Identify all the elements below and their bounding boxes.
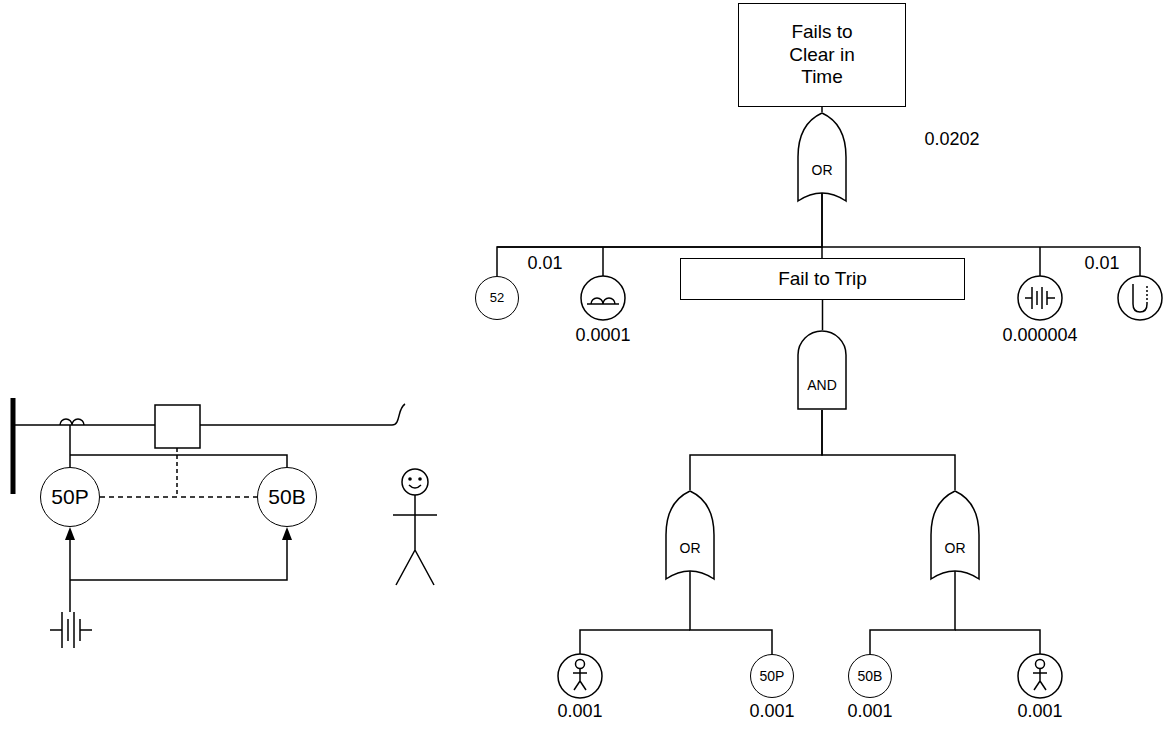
person-figure — [409, 485, 421, 488]
node-text: Fail to Trip — [778, 268, 867, 291]
arrow-head — [282, 527, 292, 540]
trip-coil-event-circle — [1118, 276, 1162, 320]
probability-value: 0.01 — [1082, 254, 1121, 274]
or-gate-outline — [665, 490, 715, 580]
and-gate-outline — [797, 330, 847, 410]
trip-coil-symbol — [1133, 284, 1147, 312]
probability-value: 0.01 — [525, 254, 564, 274]
branch-line — [955, 630, 1040, 654]
drop-line — [602, 247, 604, 276]
intermediate-event-box: Fail to Trip — [680, 258, 965, 300]
or-gate: OR — [797, 112, 847, 202]
person-symbol — [576, 660, 585, 669]
person-symbol — [573, 669, 587, 690]
probability-value: 0.0001 — [573, 326, 632, 346]
human-error-event-circle — [558, 654, 602, 698]
probability-value: 0.000004 — [1000, 326, 1079, 346]
probability-value: 0.001 — [845, 702, 894, 722]
node-text: OR — [812, 162, 833, 179]
trip-wire — [176, 448, 178, 497]
battery-symbol — [1025, 287, 1055, 309]
relay-circle: 50B — [257, 467, 317, 527]
node-text: AND — [807, 377, 837, 394]
gate-connector — [690, 410, 822, 490]
probability-value: 0.0202 — [922, 130, 981, 150]
gate-connector — [690, 571, 772, 654]
relay-event-circle: 50B — [848, 654, 892, 698]
or-gate: OR — [665, 490, 715, 580]
node-text: OR — [680, 540, 701, 557]
and-gate: AND — [797, 330, 847, 410]
relay-event-circle: 50P — [750, 654, 794, 698]
battery-symbol — [50, 612, 92, 648]
or-gate-outline — [797, 112, 847, 202]
gate-connector — [822, 300, 824, 330]
node-text: OR — [945, 540, 966, 557]
trip-coil-symbol — [1146, 284, 1148, 304]
top-event-box: Fails to Clear in Time — [738, 3, 906, 107]
or-gate-outline — [798, 113, 846, 201]
node-text: Fails to Clear in Time — [767, 21, 877, 89]
arrow-head — [65, 527, 75, 540]
gate-connector — [821, 107, 823, 112]
node-text: 50B — [268, 484, 305, 509]
probability-value: 0.001 — [1015, 702, 1064, 722]
breaker-symbol — [155, 405, 200, 448]
node-text: 50P — [51, 484, 88, 509]
node-text: 50P — [760, 668, 785, 685]
person-figure — [402, 469, 428, 495]
ct-symbol — [60, 419, 84, 425]
dc-wire — [70, 539, 287, 612]
gate-connector — [822, 410, 955, 490]
person-figure — [408, 477, 412, 481]
person-symbol — [1033, 669, 1047, 690]
or-gate: OR — [930, 490, 980, 580]
trip-signal-line — [100, 496, 257, 498]
ct-symbol — [587, 298, 619, 304]
or-gate-outline — [931, 491, 979, 579]
line-break-symbol — [392, 404, 405, 425]
ct-event-circle — [581, 276, 625, 320]
person-figure — [393, 495, 437, 585]
or-gate-outline — [930, 490, 980, 580]
node-text: 50B — [858, 668, 883, 685]
gate-connector — [870, 571, 955, 654]
probability-value: 0.001 — [555, 702, 604, 722]
drop-line — [1039, 247, 1041, 276]
branch-line — [580, 630, 690, 654]
drop-line — [1139, 247, 1141, 276]
breaker-event-circle: 52 — [475, 276, 519, 320]
probability-value: 0.001 — [747, 702, 796, 722]
relay-circle: 50P — [40, 467, 100, 527]
ct-wire — [70, 425, 287, 467]
or-gate-outline — [666, 491, 714, 579]
gate-connector — [821, 193, 823, 258]
node-text: 52 — [490, 290, 504, 306]
human-error-event-circle — [1018, 654, 1062, 698]
battery-event-circle — [1018, 276, 1062, 320]
bus-bar — [11, 398, 16, 494]
person-symbol — [1036, 660, 1045, 669]
and-gate-outline — [798, 331, 846, 409]
person-figure — [418, 477, 422, 481]
